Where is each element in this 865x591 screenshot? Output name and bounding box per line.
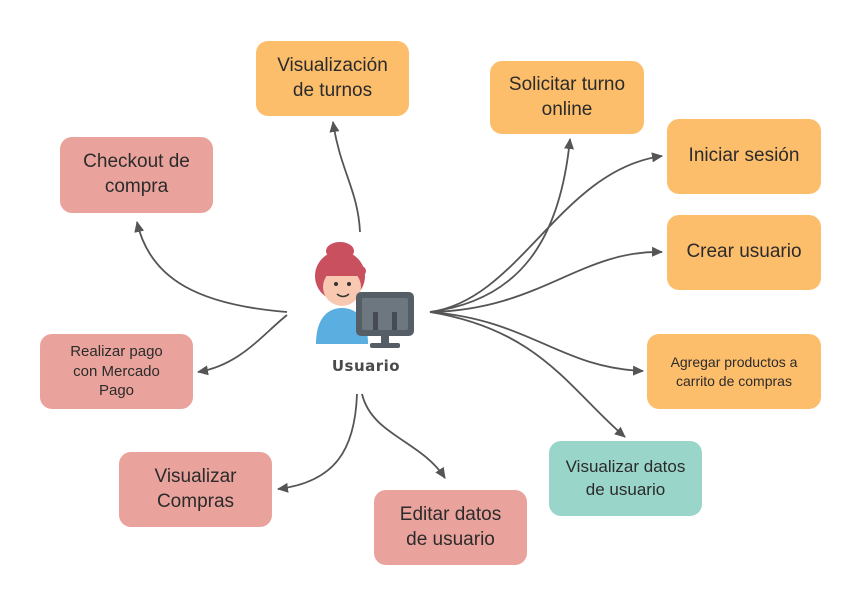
node-iniciar-sesion: Iniciar sesión (667, 119, 821, 194)
connector-to-visualizacion-turnos (329, 121, 361, 233)
node-crear-usuario: Crear usuario (667, 215, 821, 290)
connector-to-realizar-pago (197, 314, 288, 376)
connector-to-agregar-productos (429, 311, 644, 376)
center-label: Usuario (331, 357, 401, 375)
connector-to-iniciar-sesion (429, 152, 663, 313)
node-agregar-productos: Agregar productos a carrito de compras (647, 334, 821, 409)
user-at-computer-icon (315, 242, 414, 348)
node-solicitar-turno: Solicitar turno online (490, 61, 644, 134)
node-editar-datos: Editar datos de usuario (374, 490, 527, 565)
node-realizar-pago: Realizar pago con Mercado Pago (40, 334, 193, 409)
connector-to-editar-datos (361, 393, 446, 479)
connector-to-solicitar-turno (429, 138, 574, 313)
node-visualizar-datos: Visualizar datos de usuario (549, 441, 702, 516)
node-visualizar-compras: Visualizar Compras (119, 452, 272, 527)
node-checkout: Checkout de compra (60, 137, 213, 213)
connector-to-visualizar-compras (277, 393, 358, 493)
connector-to-checkout (134, 221, 288, 313)
connector-to-crear-usuario (429, 246, 663, 313)
node-visualizacion-turnos: Visualización de turnos (256, 41, 409, 116)
connector-to-visualizar-datos (429, 311, 626, 438)
